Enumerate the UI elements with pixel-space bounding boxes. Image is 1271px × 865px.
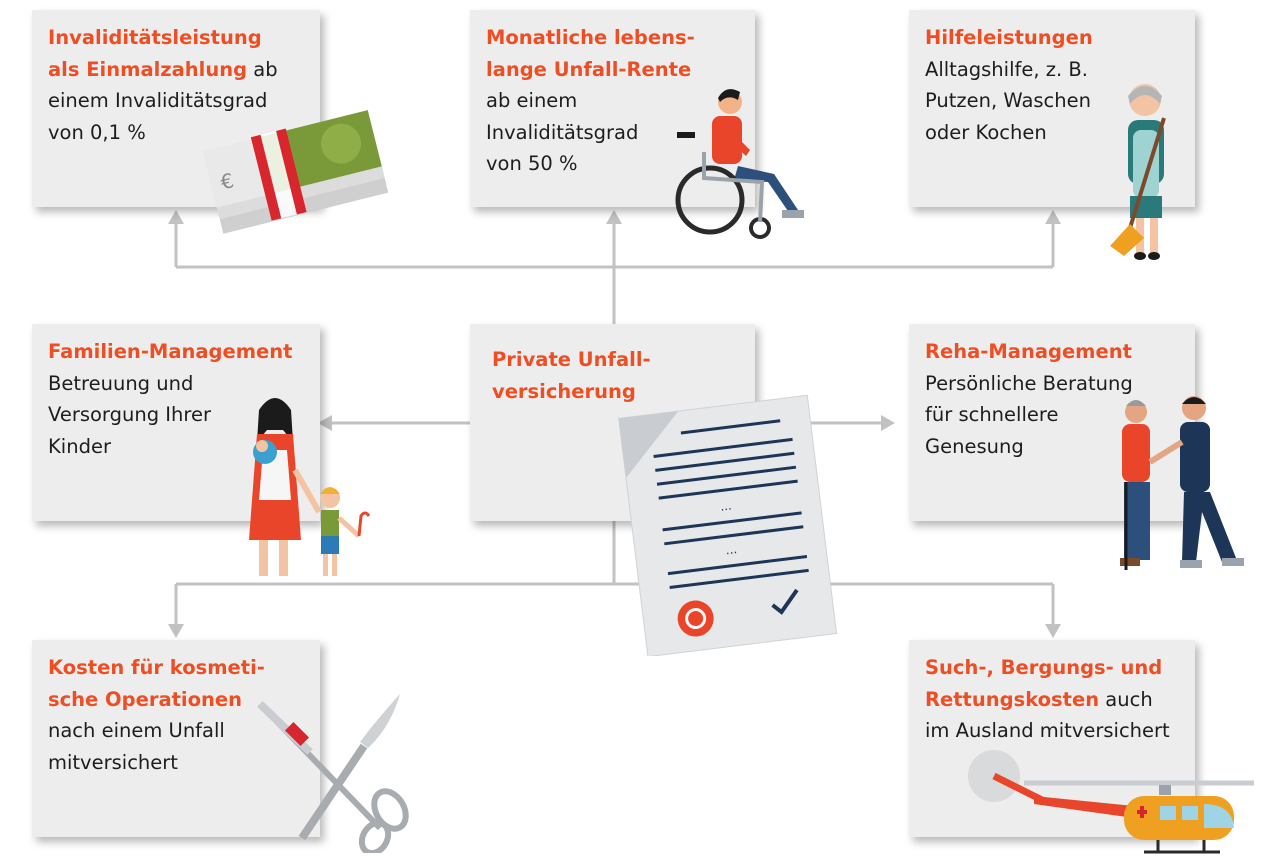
rente-line-1: ab einem [486,89,578,112]
kosmetik-text: Kosten für kosmeti- sche Operationen nac… [48,652,312,778]
reha-heading: Reha-Management [925,340,1132,363]
document-ellipsis-2: ... [725,542,738,557]
arrowhead-down-suche [1045,624,1061,638]
familie-line-1: Betreuung und [48,371,194,395]
rente-heading-1: Monatliche lebens- [486,26,695,49]
suche-heading-1: Such-, Bergungs- und [925,656,1163,679]
invaliditaet-heading-1: Invaliditätsleistung [48,26,262,49]
hilfe-line-2: Putzen, Waschen [925,89,1091,112]
reha-line-3: Genesung [925,434,1024,458]
suche-line-2: im Ausland mitversichert [925,719,1170,742]
arrowhead-up-hilfe [1045,210,1061,224]
suche-text: Such-, Bergungs- und Rettungskosten auch… [925,652,1187,747]
mother-children-icon [249,398,371,576]
hilfe-text: Hilfeleistungen Alltagshilfe, z. B. Putz… [925,22,1187,148]
insurance-contract-document-icon: ... ... [618,394,838,656]
arrowhead-up-rente [606,210,622,224]
scissors-scalpel-icon [257,694,409,853]
rehab-walking-assistance-icon [1120,396,1244,570]
box-invaliditaetsleistung: Invaliditätsleistung als Einmalzahlung a… [32,10,320,207]
arrowhead-left-familie [318,415,332,431]
document-ellipsis-1: ... [719,498,732,513]
center-heading-1: Private Unfall- [492,348,651,371]
elderly-helper-broom-icon [1110,84,1166,260]
invaliditaet-heading-2: als Einmalzahlung [48,57,248,81]
hilfe-line-1: Alltagshilfe, z. B. [925,57,1088,81]
box-kosmetische-operationen: Kosten für kosmeti- sche Operationen nac… [32,640,320,837]
arrowhead-down-kosmetik [168,624,184,638]
invaliditaet-line-2: einem Invaliditätsgrad [48,89,268,112]
familie-line-3: Kinder [48,434,111,458]
wheelchair-person-icon [675,89,804,239]
rente-heading-2: lange Unfall-Rente [486,57,692,81]
familie-heading: Familien-Management [48,340,293,363]
kosmetik-line-1: nach einem Unfall [48,719,225,742]
suche-line-1: auch [1099,687,1153,711]
invaliditaet-line-1: ab [247,57,278,81]
kosmetik-line-2: mitversichert [48,750,178,774]
hilfe-line-3: oder Kochen [925,120,1047,144]
hilfe-heading: Hilfeleistungen [925,26,1093,49]
center-heading-2: versicherung [492,379,636,403]
familie-text: Familien-Management Betreuung und Versor… [48,336,312,462]
box-unfall-rente: Monatliche lebens- lange Unfall-Rente ab… [470,10,755,207]
rescue-helicopter-icon [968,750,1254,854]
invaliditaet-text: Invaliditätsleistung als Einmalzahlung a… [48,22,312,148]
rente-line-3: von 50 % [486,152,578,175]
suche-heading-2: Rettungskosten [925,687,1100,711]
rente-line-2: Invaliditätsgrad [486,120,639,144]
euro-symbol: € [218,168,236,194]
invaliditaet-line-3: von 0,1 % [48,120,146,144]
kosmetik-heading-1: Kosten für kosmeti- [48,656,265,679]
center-text: Private Unfall- versicherung [492,344,747,407]
reha-line-2: für schnellere [925,403,1059,426]
reha-text: Reha-Management Persönliche Beratung für… [925,336,1187,462]
rente-text: Monatliche lebens- lange Unfall-Rente ab… [486,22,747,180]
kosmetik-heading-2: sche Operationen [48,687,242,711]
arrowhead-up-invaliditaet [168,210,184,224]
money-bundle-euro-icon: € [202,110,388,234]
familie-line-2: Versorgung Ihrer [48,403,211,426]
arrowhead-right-reha [881,415,895,431]
reha-line-1: Persönliche Beratung [925,371,1133,395]
